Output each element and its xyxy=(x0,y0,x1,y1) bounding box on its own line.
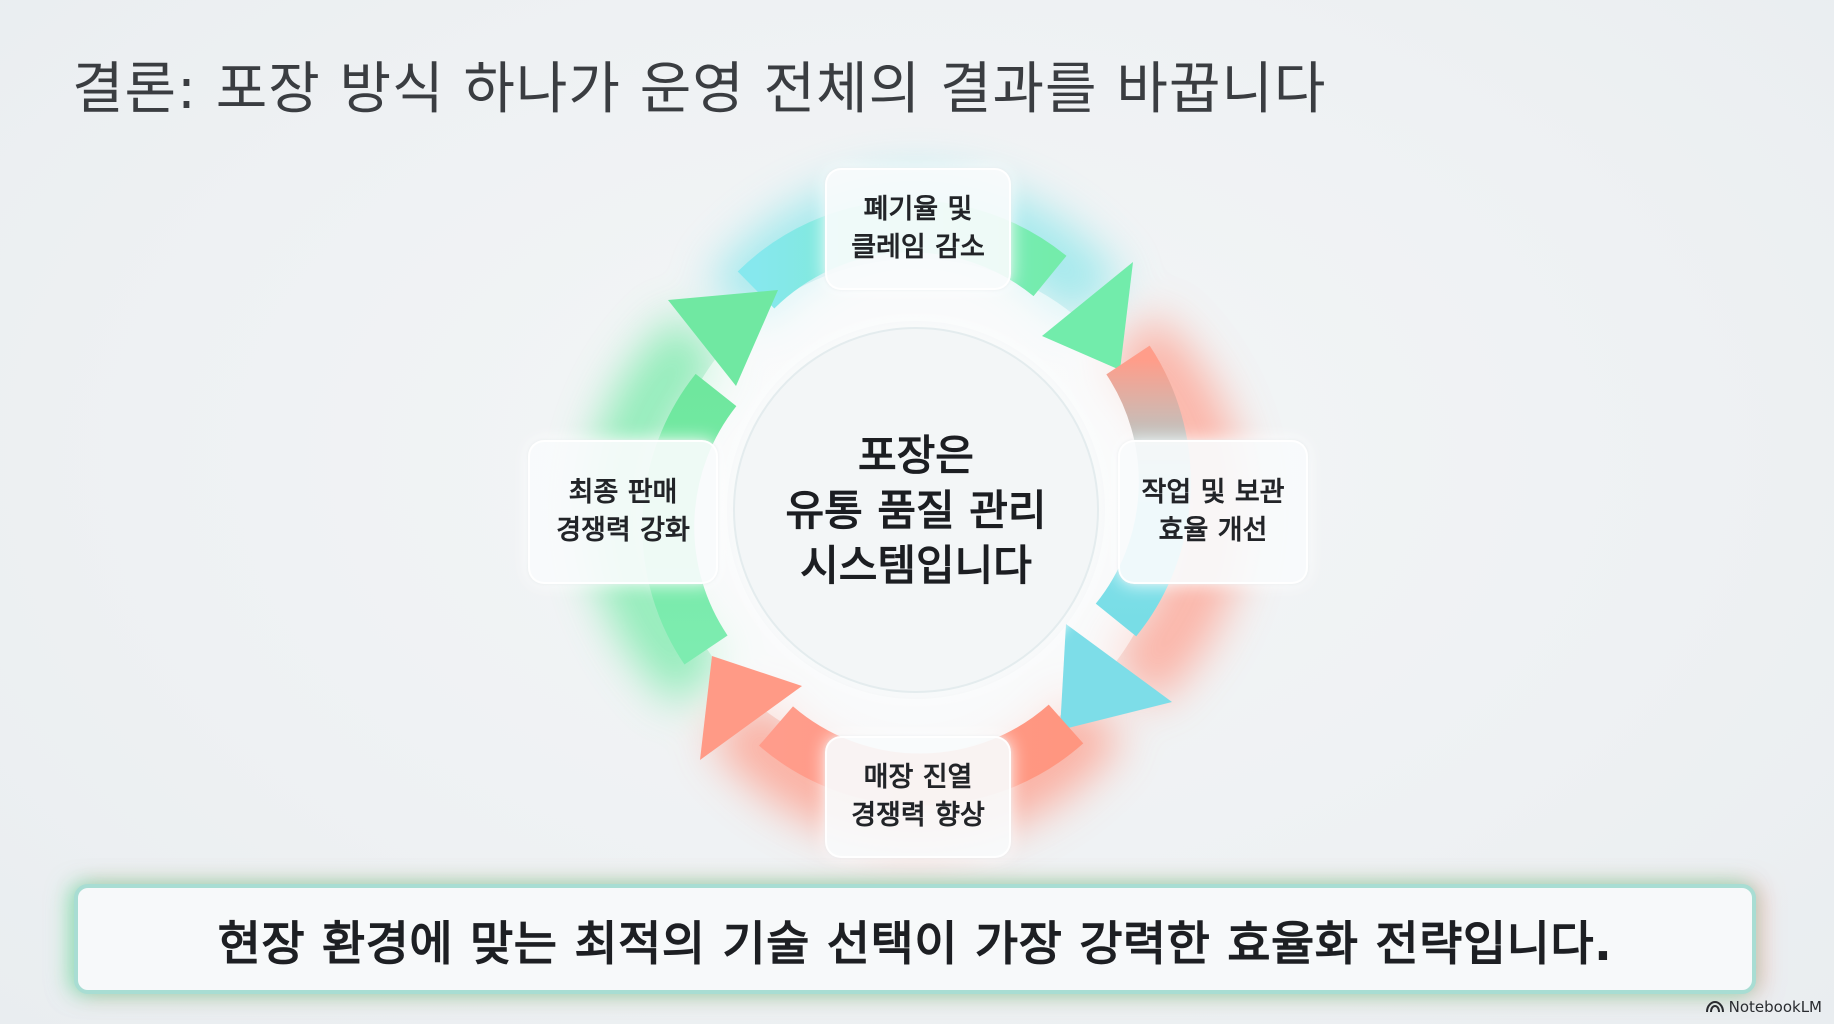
cycle-center-label: 포장은 유통 품질 관리 시스템입니다 xyxy=(716,420,1116,600)
node-label-line1: 폐기율 및 xyxy=(863,194,973,225)
node-label-line2: 효율 개선 xyxy=(1158,515,1268,546)
cycle-node-waste-reduction: 폐기율 및 클레임 감소 xyxy=(825,168,1011,290)
cycle-node-sales-competitiveness: 최종 판매 경쟁력 강화 xyxy=(528,440,718,584)
center-line3: 시스템입니다 xyxy=(800,540,1032,590)
cycle-node-work-efficiency: 작업 및 보관 효율 개선 xyxy=(1118,440,1308,584)
center-line1: 포장은 xyxy=(858,430,974,480)
node-label-line2: 클레임 감소 xyxy=(851,232,985,263)
notebooklm-logo-icon xyxy=(1705,1001,1724,1013)
brand-label: NotebookLM xyxy=(1728,998,1822,1016)
node-label-line1: 작업 및 보관 xyxy=(1141,477,1285,508)
node-label-line1: 최종 판매 xyxy=(568,477,678,508)
center-line2: 유통 품질 관리 xyxy=(785,485,1047,535)
page-title: 결론: 포장 방식 하나가 운영 전체의 결과를 바꿉니다 xyxy=(72,57,1327,122)
brand-watermark: NotebookLM xyxy=(1705,998,1822,1016)
node-label-line2: 경쟁력 향상 xyxy=(851,800,985,831)
cycle-node-display-competitiveness: 매장 진열 경쟁력 향상 xyxy=(825,736,1011,858)
node-label-line1: 매장 진열 xyxy=(863,762,973,793)
conclusion-text: 현장 환경에 맞는 최적의 기술 선택이 가장 강력한 효율화 전략입니다. xyxy=(217,916,1613,972)
conclusion-banner: 현장 환경에 맞는 최적의 기술 선택이 가장 강력한 효율화 전략입니다. xyxy=(74,884,1756,994)
node-label-line2: 경쟁력 강화 xyxy=(556,515,690,546)
